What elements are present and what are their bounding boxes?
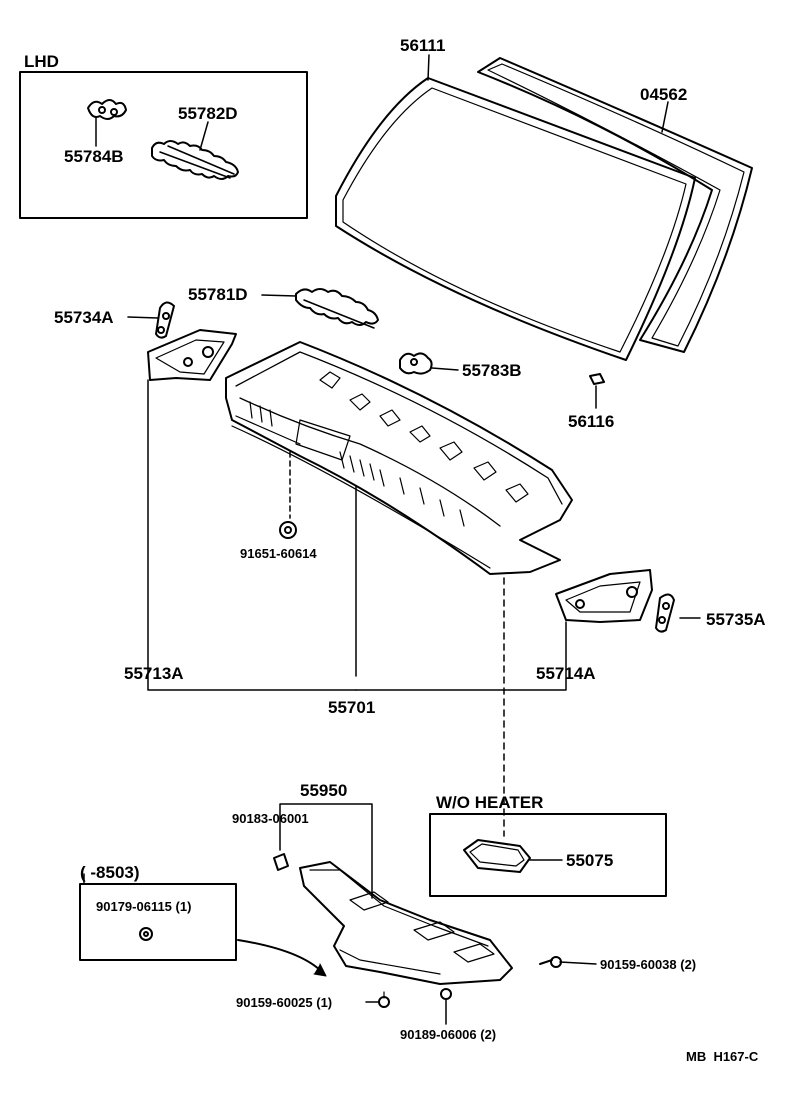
part-label-55735a: 55735A: [706, 610, 766, 629]
bracket-55734a-icon: [127, 301, 175, 339]
range-box: [79, 883, 237, 961]
group-label-range: ( -8503): [80, 863, 140, 882]
part-label-90159-38: 90159-60038 (2): [600, 957, 697, 972]
bracket-55735a-icon: [655, 593, 701, 633]
wo-heater-box: [429, 813, 667, 897]
bolt-90159-38-icon: [539, 956, 597, 968]
footer-code: MB H167-C: [686, 1049, 759, 1064]
nut-90179-icon: [139, 927, 153, 941]
part-label-55783b: 55783B: [462, 361, 522, 380]
part-label-55781d: 55781D: [188, 285, 248, 304]
bolt-91651-icon: [279, 521, 297, 539]
part-label-56116: 56116: [568, 412, 615, 431]
leader-55713a: [147, 379, 357, 691]
part-label-55075: 55075: [566, 851, 614, 870]
part-label-56111: 56111: [400, 36, 446, 55]
clip-55784b-icon: [87, 99, 127, 147]
part-label-91651: 91651-60614: [240, 546, 317, 561]
seal-55781d-icon: [261, 288, 379, 329]
tray-55950: [299, 861, 513, 985]
arrow-head: [313, 963, 327, 977]
part-label-55714a: 55714A: [536, 664, 596, 683]
clip-90183-icon: [273, 853, 289, 871]
bracket-55713a: [147, 329, 237, 381]
part-label-55701: 55701: [328, 698, 376, 717]
part-label-04562: 04562: [640, 85, 688, 104]
arrow-curve: [237, 939, 323, 973]
nut-90189-icon: [440, 988, 452, 1025]
lhd-box: [19, 71, 308, 219]
clip-55783b-icon: [399, 352, 459, 375]
part-label-90189: 90189-06006 (2): [400, 1027, 497, 1042]
part-label-55734a: 55734A: [54, 308, 114, 327]
group-label-wo-heater: W/O HEATER: [436, 793, 544, 812]
weatherstrip-04562: [477, 57, 753, 353]
part-label-90183: 90183-06001: [232, 811, 309, 826]
bolt-90159-25-icon: [365, 991, 390, 1008]
spacer-56116-icon: [589, 373, 605, 409]
part-label-90159-25: 90159-60025 (1): [236, 995, 333, 1010]
part-label-55713a: 55713A: [124, 664, 184, 683]
part-label-55782d: 55782D: [178, 104, 238, 123]
cowl-panel-55701: [225, 341, 573, 837]
seal-55782d-icon: [151, 121, 239, 180]
leader-55950: [279, 803, 373, 899]
part-label-90179: 90179-06115 (1): [96, 899, 192, 914]
plate-55075-icon: [463, 839, 563, 873]
group-label-lhd: LHD: [24, 52, 59, 71]
leader-55714a: [355, 621, 567, 691]
part-label-55950: 55950: [300, 781, 348, 800]
part-label-55784b: 55784B: [64, 147, 124, 166]
windshield-56111: [335, 54, 696, 361]
bracket-55714a: [555, 569, 653, 623]
